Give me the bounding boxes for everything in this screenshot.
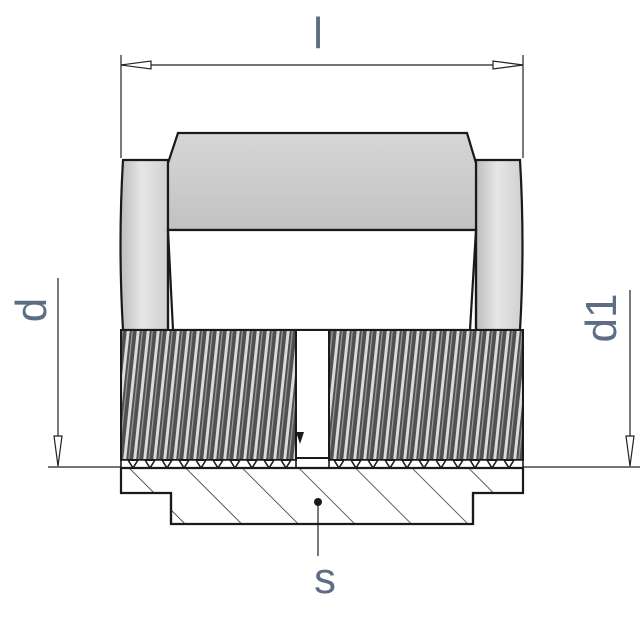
fitting-body <box>119 131 525 526</box>
section-hatched <box>119 466 525 526</box>
dimension-d: d <box>7 278 121 468</box>
section-center-dot <box>314 498 322 506</box>
arrow-right-icon <box>492 60 524 70</box>
label-l: l <box>313 9 323 58</box>
arrow-left-icon <box>120 60 152 70</box>
hex-flat-middle <box>166 228 478 332</box>
thread-right <box>328 329 524 461</box>
groove-notch <box>296 432 304 444</box>
thread-left <box>120 329 297 461</box>
arrow-down-icon <box>625 435 635 467</box>
label-s: s <box>314 554 336 603</box>
right-end-collar <box>474 158 524 332</box>
dimension-d1: d1 <box>523 290 640 468</box>
dimension-s: s <box>314 506 336 603</box>
dimension-l: l <box>120 9 524 158</box>
thread-groove <box>295 329 330 459</box>
label-d1: d1 <box>577 294 626 343</box>
left-end-collar <box>119 158 170 332</box>
label-d: d <box>7 298 56 322</box>
arrow-down-icon <box>53 435 63 467</box>
hex-flat-top <box>166 131 478 232</box>
